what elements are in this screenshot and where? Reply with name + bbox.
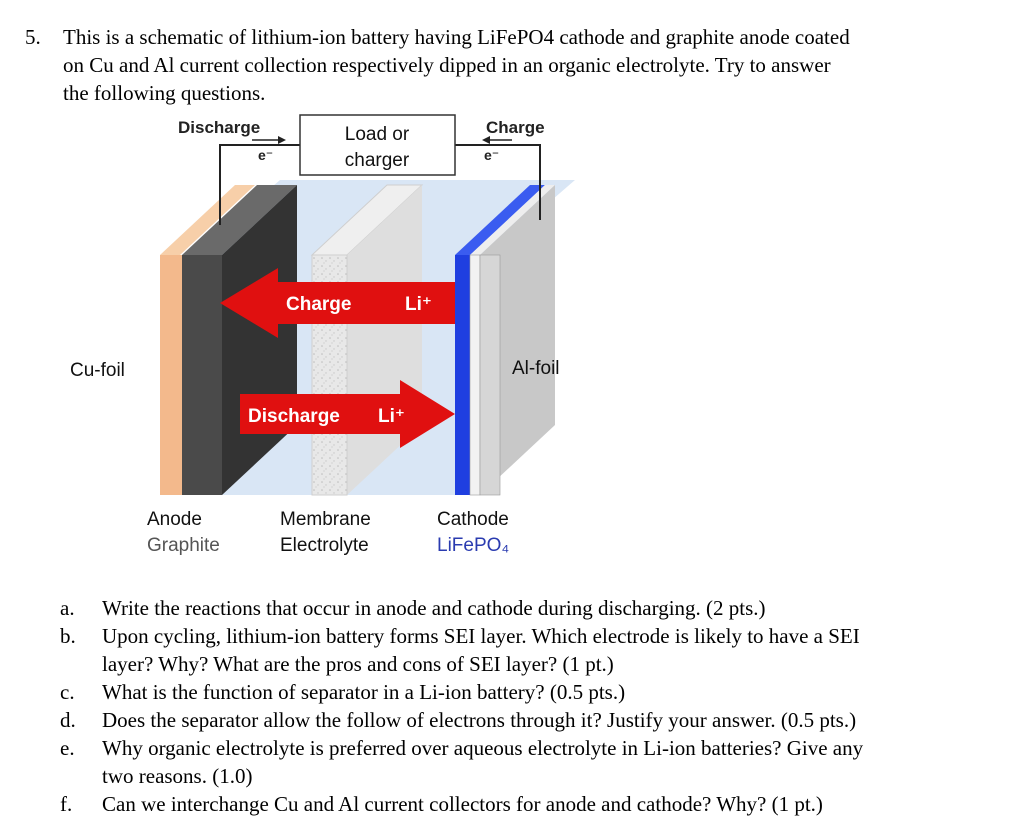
electrolyte-label: Electrolyte xyxy=(280,535,369,556)
subquestion-letter: c. xyxy=(60,680,75,704)
subquestion-letter: a. xyxy=(60,596,75,620)
subquestion-text: Upon cycling, lithium-ion battery forms … xyxy=(102,624,860,648)
cathode-material-label: LiFePO₄ xyxy=(437,535,509,556)
cu-foil-top xyxy=(160,185,255,255)
anode-material-label: Graphite xyxy=(147,535,220,556)
cu-foil-front xyxy=(160,255,182,495)
discharge-top-label: Discharge xyxy=(178,118,260,137)
subquestion-text: What is the function of separator in a L… xyxy=(102,680,626,704)
subquestion-letter: f. xyxy=(60,792,73,816)
al-foil-label: Al-foil xyxy=(512,358,560,379)
subquestion-text: two reasons. (1.0) xyxy=(102,764,253,788)
subquestion-text: Write the reactions that occur in anode … xyxy=(102,596,766,620)
left-electron-arrow xyxy=(278,136,286,144)
subquestion-text: layer? Why? What are the pros and cons o… xyxy=(102,652,614,676)
subquestion-a: a. Write the reactions that occur in ano… xyxy=(60,594,1020,622)
al-foil-strip xyxy=(469,254,481,496)
question-line-2: on Cu and Al current collection respecti… xyxy=(63,53,831,77)
electron-left-label: e⁻ xyxy=(258,147,273,163)
load-label-line1: Load or xyxy=(345,124,410,145)
subquestion-b: b. Upon cycling, lithium-ion battery for… xyxy=(60,622,1020,678)
charge-top-label: Charge xyxy=(486,118,545,137)
subquestion-text: Does the separator allow the follow of e… xyxy=(102,708,857,732)
load-charger-box xyxy=(299,114,456,176)
al-foil-top xyxy=(470,185,555,255)
battery-schematic: Load or charger Discharge Charge e⁻ e⁻ C… xyxy=(70,114,575,556)
subquestion-letter: d. xyxy=(60,708,76,732)
graphite-top xyxy=(182,185,297,255)
subquestion-c: c. What is the function of separator in … xyxy=(60,678,1020,706)
charge-arrow xyxy=(220,268,455,338)
charge-arrow-ion: Li⁺ xyxy=(405,294,432,315)
subquestion-letter: e. xyxy=(60,736,75,760)
al-foil-front xyxy=(479,254,501,496)
charge-arrow-label: Charge xyxy=(286,294,351,315)
subquestion-f: f. Can we interchange Cu and Al current … xyxy=(60,790,1020,818)
left-wire xyxy=(219,144,300,225)
question-line-3: the following questions. xyxy=(63,81,266,105)
subquestion-e: e. Why organic electrolyte is preferred … xyxy=(60,734,1020,790)
membrane-label: Membrane xyxy=(280,509,371,530)
subquestion-d: d. Does the separator allow the follow o… xyxy=(60,706,1020,734)
question-number: 5. xyxy=(25,25,41,49)
discharge-arrow-label: Discharge xyxy=(248,406,340,427)
cathode-top xyxy=(455,185,545,255)
question-line-1: This is a schematic of lithium-ion batte… xyxy=(63,25,850,49)
subquestion-letter: b. xyxy=(60,624,76,648)
graphite-front xyxy=(182,255,222,495)
subquestion-text: Why organic electrolyte is preferred ove… xyxy=(102,736,864,760)
load-label-line2: charger xyxy=(345,150,410,171)
anode-label: Anode xyxy=(147,509,202,530)
subquestion-text: Can we interchange Cu and Al current col… xyxy=(102,792,823,816)
right-wire xyxy=(455,144,541,220)
cu-foil-label: Cu-foil xyxy=(70,360,125,381)
discharge-arrow-ion: Li⁺ xyxy=(378,406,405,427)
cathode-label: Cathode xyxy=(437,509,509,530)
cathode-front xyxy=(455,255,470,495)
right-electron-arrow xyxy=(482,136,490,144)
electron-right-label: e⁻ xyxy=(484,147,499,163)
discharge-arrow xyxy=(240,380,455,448)
